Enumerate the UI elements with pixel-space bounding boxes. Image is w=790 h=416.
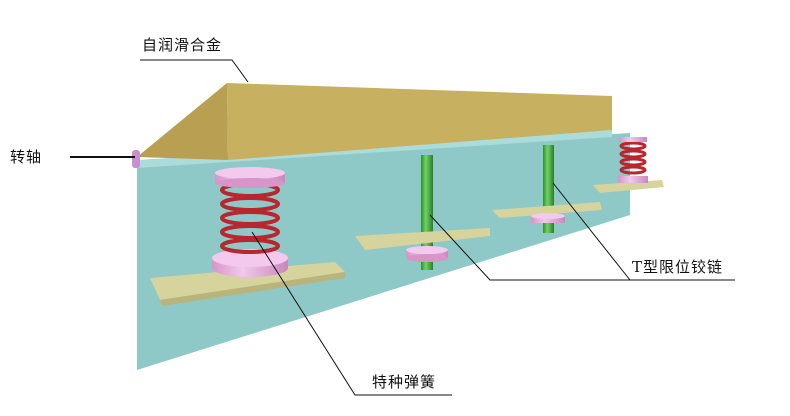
leader-lines: [70, 59, 735, 396]
special-spring-large: [150, 167, 345, 306]
vertical-wall-plate: [137, 133, 630, 370]
self-lubricating-alloy-plate: [137, 83, 612, 160]
special-spring-small: [593, 137, 664, 193]
pivot-shaft: [132, 150, 140, 168]
t-hinge-pin-2: [492, 145, 602, 233]
label-pivot-shaft: 转轴: [10, 148, 43, 166]
t-hinge-pin-1: [355, 155, 490, 270]
label-t-hinge: T型限位铰链: [632, 258, 724, 276]
label-self-lubricating-alloy: 自润滑合金: [142, 36, 223, 54]
label-special-spring: 特种弹簧: [372, 373, 437, 391]
